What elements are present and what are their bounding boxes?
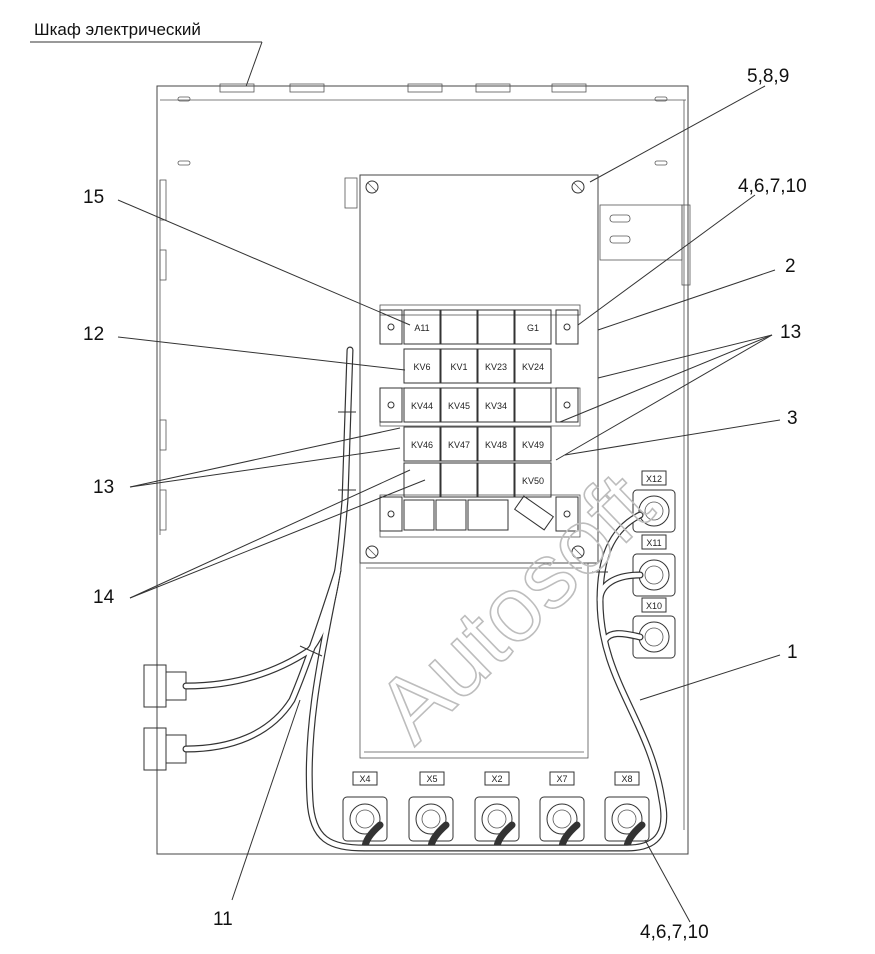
callout-12: 12 bbox=[83, 324, 104, 345]
svg-text:X4: X4 bbox=[359, 774, 370, 784]
fuse-holder[interactable] bbox=[435, 499, 467, 531]
callout-15: 15 bbox=[83, 187, 104, 208]
callout-1: 1 bbox=[787, 642, 798, 663]
leader-lines bbox=[117, 85, 781, 923]
callout-3: 3 bbox=[787, 408, 798, 429]
relay-label: KV49 bbox=[522, 440, 544, 450]
relay[interactable] bbox=[514, 426, 552, 462]
relay-label: KV6 bbox=[413, 362, 430, 372]
relay[interactable] bbox=[477, 348, 515, 384]
callout-14: 14 bbox=[93, 587, 115, 608]
relay[interactable] bbox=[403, 462, 441, 498]
relay[interactable] bbox=[477, 309, 515, 345]
relay-label: KV50 bbox=[522, 476, 544, 486]
screw-icon bbox=[571, 180, 585, 194]
relay-label: KV24 bbox=[522, 362, 544, 372]
screw-icon bbox=[571, 545, 585, 559]
callout-13-right: 13 bbox=[780, 322, 801, 343]
wiring-harness bbox=[182, 346, 668, 852]
relay-row-3: KV44 KV45 KV34 bbox=[403, 387, 552, 423]
relay[interactable] bbox=[440, 426, 478, 462]
callout-13-left: 13 bbox=[93, 477, 114, 498]
svg-text:X7: X7 bbox=[556, 774, 567, 784]
callout-4-6-7-10-right: 4,6,7,10 bbox=[738, 176, 807, 197]
screw-icon bbox=[365, 545, 379, 559]
diagram-title: Шкаф электрический bbox=[34, 20, 201, 39]
relay-label: G1 bbox=[527, 323, 539, 333]
fuse-holder[interactable] bbox=[403, 499, 435, 531]
relay[interactable] bbox=[440, 462, 478, 498]
relay[interactable] bbox=[514, 309, 552, 345]
relay-label: KV23 bbox=[485, 362, 507, 372]
relay[interactable] bbox=[514, 462, 552, 498]
relay-grid: A11 G1 KV6 KV1 KV23 KV24 KV44 KV45 KV34 bbox=[403, 309, 555, 531]
screw-icon bbox=[365, 180, 379, 194]
svg-text:X10: X10 bbox=[646, 601, 662, 611]
din-rails bbox=[379, 304, 581, 538]
svg-text:X5: X5 bbox=[426, 774, 437, 784]
relay[interactable] bbox=[477, 387, 515, 423]
relay-label: KV1 bbox=[450, 362, 467, 372]
right-connectors: X12 X11 X10 bbox=[632, 470, 676, 659]
relay-row-4: KV46 KV47 KV48 KV49 bbox=[403, 426, 552, 462]
relay[interactable] bbox=[477, 426, 515, 462]
relay-row-5: KV50 bbox=[403, 462, 552, 498]
callout-11: 11 bbox=[213, 909, 233, 930]
relay[interactable] bbox=[403, 387, 441, 423]
relay-row-2: KV6 KV1 KV23 KV24 bbox=[403, 348, 552, 384]
relay[interactable] bbox=[514, 348, 552, 384]
relay[interactable] bbox=[440, 387, 478, 423]
relay-label: KV48 bbox=[485, 440, 507, 450]
relay-row-1: A11 G1 bbox=[403, 309, 552, 345]
relay-label: KV45 bbox=[448, 401, 470, 411]
callout-5-8-9: 5,8,9 bbox=[747, 66, 789, 87]
relay-label: KV47 bbox=[448, 440, 470, 450]
callout-2: 2 bbox=[785, 256, 796, 277]
svg-text:X2: X2 bbox=[491, 774, 502, 784]
relay[interactable] bbox=[403, 348, 441, 384]
relay[interactable] bbox=[477, 462, 515, 498]
fuse-holder[interactable] bbox=[467, 499, 509, 531]
relay[interactable] bbox=[514, 387, 552, 423]
callout-labels: 5,8,9 4,6,7,10 2 13 3 1 4,6,7,10 15 12 1… bbox=[83, 66, 807, 943]
relay[interactable] bbox=[440, 309, 478, 345]
relay[interactable] bbox=[440, 348, 478, 384]
diode-block[interactable] bbox=[513, 495, 555, 531]
connector-X2[interactable]: X2 bbox=[474, 771, 520, 842]
svg-text:X11: X11 bbox=[646, 538, 661, 548]
connector-X12[interactable]: X12 bbox=[632, 470, 676, 533]
fuse-row bbox=[403, 495, 555, 531]
relay-label: A11 bbox=[414, 323, 429, 333]
svg-text:X8: X8 bbox=[621, 774, 632, 784]
relay-label: KV46 bbox=[411, 440, 433, 450]
svg-text:X12: X12 bbox=[646, 474, 662, 484]
relay[interactable] bbox=[403, 309, 441, 345]
cable-tie bbox=[299, 645, 323, 657]
relay-label: KV34 bbox=[485, 401, 507, 411]
relay[interactable] bbox=[403, 426, 441, 462]
relay-label: KV44 bbox=[411, 401, 433, 411]
callout-4-6-7-10-bottom: 4,6,7,10 bbox=[640, 922, 709, 943]
